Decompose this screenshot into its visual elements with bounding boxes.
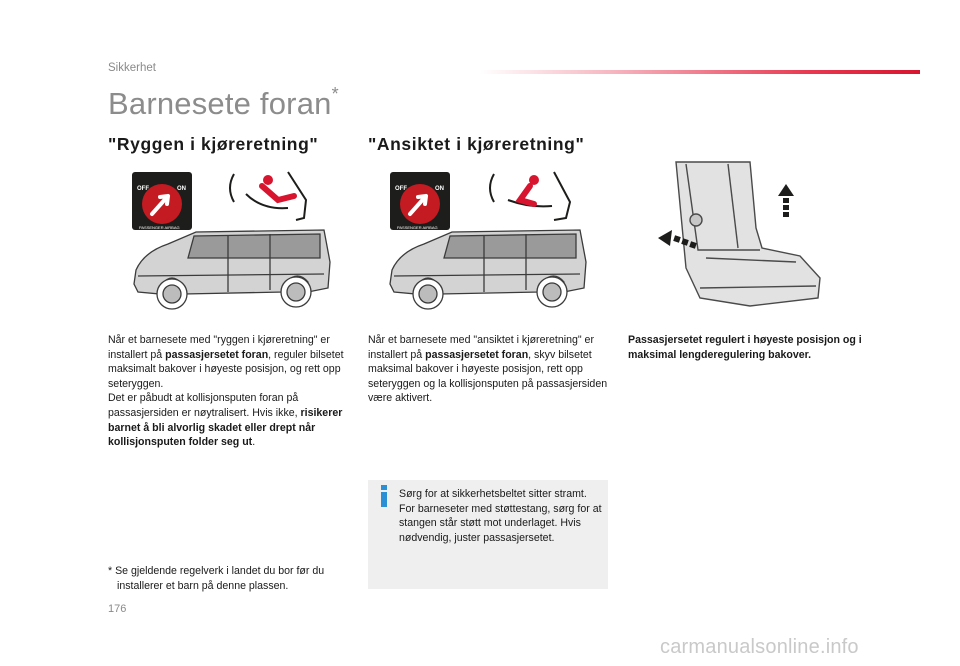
footnote-mark: * [108, 565, 113, 577]
arrow-back-icon [658, 230, 697, 249]
passenger-seat-icon [675, 161, 821, 307]
info-icon [381, 485, 387, 507]
info-text: Sørg for at sikkerhetsbeltet sitter stra… [399, 488, 602, 544]
page-number: 176 [108, 603, 127, 615]
off-text: OFF [395, 186, 407, 192]
page-title: Barnesete foran* [108, 83, 339, 121]
rear-facing-paragraph: Når et barnesete med "ryggen i kjøreretn… [108, 334, 344, 449]
van-icon [133, 229, 331, 310]
airbag-text: PASSENGER AIRBAG [397, 225, 438, 230]
rear-facing-illustration: OFF ON PASSENGER AIRBAG [132, 171, 331, 310]
watermark: carmanualsonline.info [660, 636, 859, 658]
child-seat-rear-icon [229, 171, 308, 221]
van-icon [389, 229, 587, 310]
footnote: * Se gjeldende regelverk i landet du bor… [108, 565, 325, 592]
info-box [368, 480, 608, 589]
section-label: Sikkerhet [108, 62, 156, 74]
airbag-on-label-icon: OFF ON PASSENGER AIRBAG [390, 172, 450, 230]
airbag-off-label-icon: OFF ON PASSENGER AIRBAG [132, 172, 192, 230]
off-text: OFF [137, 186, 149, 192]
child-seat-forward-icon [489, 171, 572, 221]
title-asterisk: * [331, 83, 339, 104]
seat-adjustment-illustration [658, 161, 821, 307]
header-rule [480, 70, 920, 74]
on-text: ON [177, 186, 186, 192]
column-title-forward-facing: "Ansiktet i kjøreretning" [368, 134, 585, 154]
seat-caption: Passasjersetet regulert i høyeste posisj… [628, 334, 862, 361]
on-text: ON [435, 186, 444, 192]
arrow-up-icon [778, 184, 794, 217]
forward-facing-paragraph: Når et barnesete med "ansiktet i kjørere… [368, 334, 608, 405]
airbag-text: PASSENGER AIRBAG [139, 225, 180, 230]
forward-facing-illustration: OFF ON PASSENGER AIRBAG [389, 171, 587, 310]
column-title-rear-facing: "Ryggen i kjøreretning" [108, 134, 319, 154]
